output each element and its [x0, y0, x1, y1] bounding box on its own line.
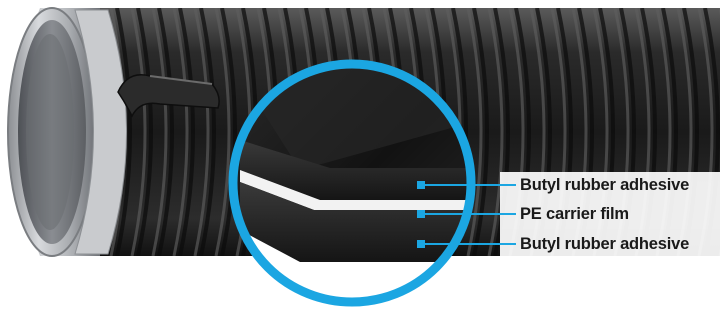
- label-butyl-bottom: Butyl rubber adhesive: [520, 236, 689, 253]
- callout-marker-2: [417, 210, 425, 218]
- label-pe-carrier-film: PE carrier film: [520, 206, 629, 223]
- pipe-end: [8, 8, 127, 256]
- callout-marker-3: [417, 240, 425, 248]
- callout-marker-1: [417, 181, 425, 189]
- label-butyl-top: Butyl rubber adhesive: [520, 177, 689, 194]
